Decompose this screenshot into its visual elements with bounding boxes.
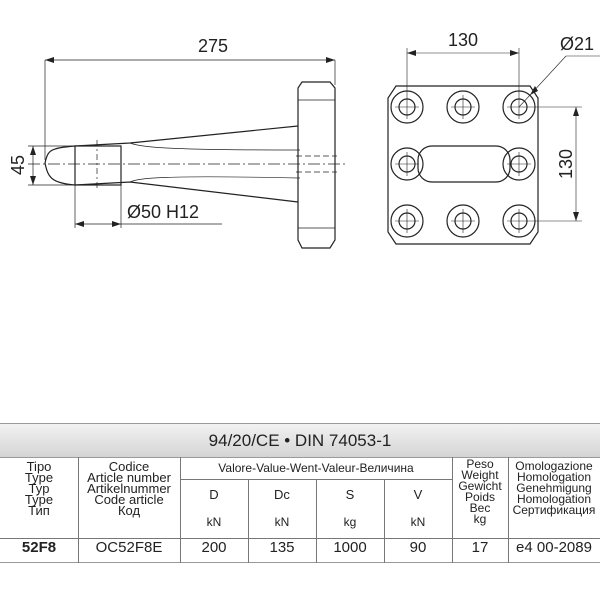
col-divider [508,457,509,563]
col-divider [78,457,79,563]
cell-tipo: 52F8 [21,539,57,556]
cell-omologazione: e4 00-2089 [516,539,592,556]
header-omologazione: Omologazione Homologation Genehmigung Ho… [512,459,596,517]
unit-s: kg [343,515,357,529]
unit-v: kN [410,515,426,529]
row-divider [0,538,600,539]
col-divider [180,457,181,563]
dim-height-label: 45 [8,155,28,175]
technical-drawing: 275 45 Ø50 H12 130 Ø21 130 [8,30,600,249]
col-divider [248,479,249,563]
cell-dc: 135 [269,539,295,556]
sub-header-s: S [345,487,355,502]
sub-header-dc: Dc [274,487,290,502]
dim-bore-label: Ø50 H12 [127,202,199,222]
dim-length-label: 275 [198,36,228,56]
sub-header-d: D [209,487,219,502]
table-bottom [0,562,600,563]
sub-header-v: V [413,487,423,502]
dim-hole-label: Ø21 [560,34,594,54]
dim-vertical-label: 130 [556,149,576,179]
header-codice: Codice Article number Artikelnummer Code… [87,459,171,518]
col-divider [316,479,317,563]
spec-table: 94/20/CE • DIN 74053-1 Tipo Type Typ Typ… [0,423,600,563]
cell-peso: 17 [471,539,489,556]
cell-v: 90 [409,539,427,556]
header-tipo: Tipo Type Typ Type Тип [24,459,54,518]
unit-dc: kN [274,515,290,529]
table-banner: 94/20/CE • DIN 74053-1 [0,423,600,458]
header-peso: Peso Weight Gewicht Poids Вес kg [458,457,502,526]
cell-d: 200 [201,539,227,556]
col-divider [452,457,453,563]
header-valore: Valore-Value-Went-Valeur-Величина [218,461,414,475]
dim-width-label: 130 [448,30,478,50]
cell-s: 1000 [333,539,367,556]
cell-codice: OC52F8E [95,539,163,556]
col-divider [384,479,385,563]
unit-d: kN [206,515,222,529]
